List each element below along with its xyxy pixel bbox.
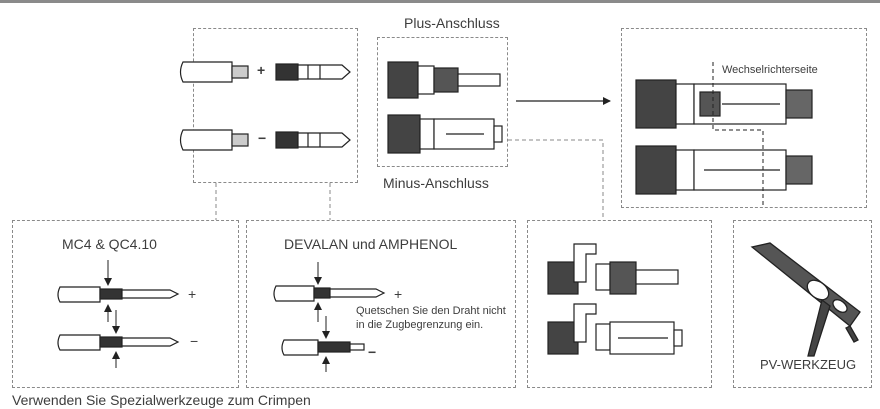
mc4-crimp-arrows <box>108 260 116 368</box>
mated-connector-bottom <box>636 146 812 194</box>
pin-plus <box>181 62 351 82</box>
mc4-title: MC4 & QC4.10 <box>62 236 157 252</box>
warning-line-1: Quetschen Sie den Draht nicht <box>356 305 506 317</box>
mc4-plus-sign: + <box>188 286 196 302</box>
devalan-title: DEVALAN und AMPHENOL <box>284 236 457 252</box>
devalan-plus-sign: + <box>394 286 402 302</box>
devalan-pin-plus <box>274 286 384 301</box>
footer-note: Verwenden Sie Spezialwerkzeuge zum Crimp… <box>12 392 311 408</box>
plus-connection-label: Plus-Anschluss <box>404 15 500 31</box>
minus-connection-label: Minus-Anschluss <box>383 175 489 191</box>
devalan-minus-sign: − <box>368 344 376 360</box>
mc4-minus-sign: − <box>190 333 198 349</box>
devalan-crimp-arrows <box>318 262 326 372</box>
mc4-pin-minus <box>58 335 178 350</box>
plus-sign-top: + <box>257 62 265 78</box>
mated-connector-top <box>636 80 812 128</box>
mc4-pin-plus <box>58 287 178 302</box>
clip-connector-top <box>548 244 678 294</box>
devalan-pin-minus <box>282 340 364 355</box>
clip-connector-bottom <box>548 304 682 354</box>
minus-connector <box>388 115 502 153</box>
plus-connector <box>388 62 500 98</box>
warning-line-2: in die Zugbegrenzung ein. <box>356 319 483 331</box>
inverter-side-label: Wechselrichterseite <box>722 64 818 76</box>
pv-tool-label: PV-WERKZEUG <box>760 357 856 372</box>
minus-sign-top: − <box>258 130 266 146</box>
pv-tool-illustration <box>752 243 860 356</box>
